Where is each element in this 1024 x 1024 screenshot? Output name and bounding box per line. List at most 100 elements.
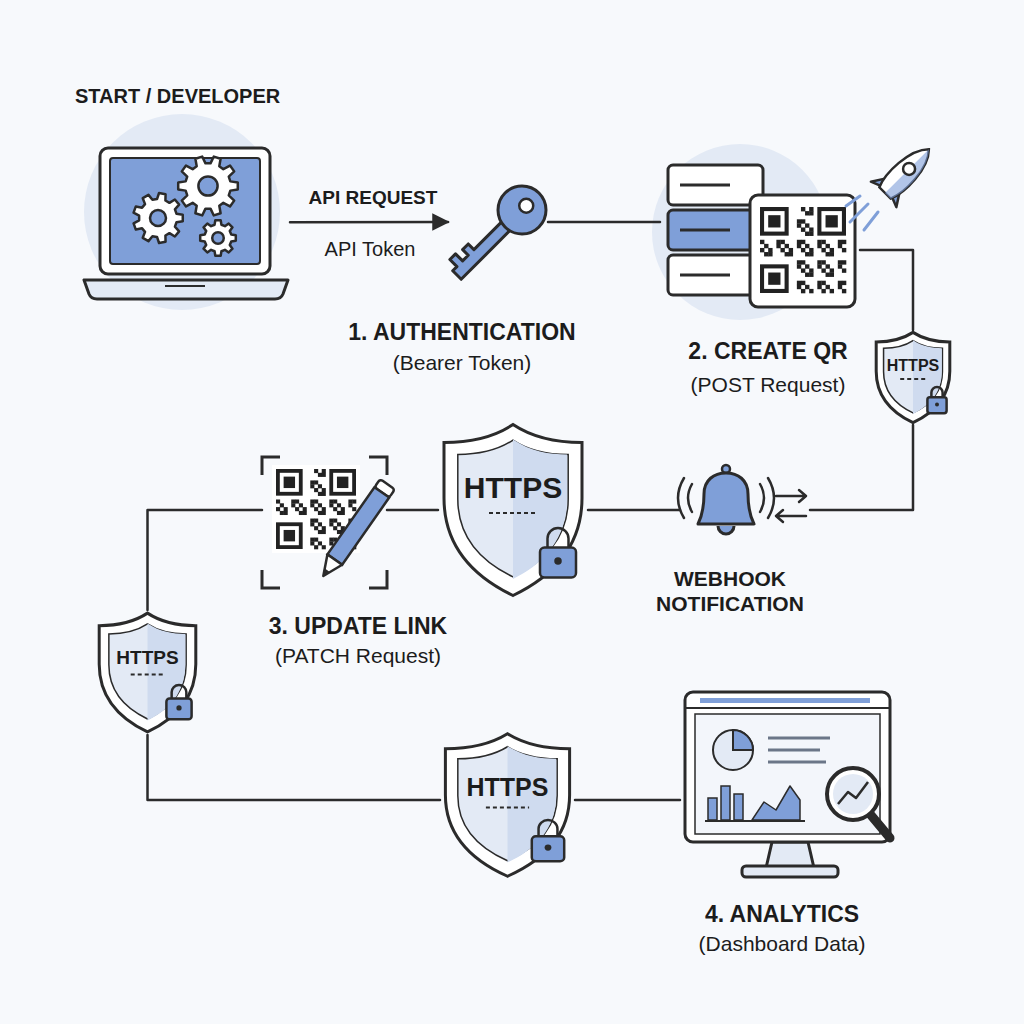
- qr-code: [291, 503, 295, 507]
- server-icon: [668, 165, 763, 205]
- qr-code: [826, 264, 830, 268]
- qr-code: [291, 499, 295, 503]
- qr-code: [764, 268, 784, 288]
- qr-code: [809, 227, 813, 231]
- step-subtitle: (Dashboard Data): [699, 930, 866, 957]
- qr-code: [785, 252, 789, 256]
- qr-code: [838, 244, 842, 248]
- qr-code: [797, 281, 801, 285]
- shield-outline: [440, 730, 575, 880]
- gear-icon: [200, 220, 236, 256]
- qr-code: [768, 248, 772, 252]
- qr-code: [329, 519, 333, 523]
- qr-code: [318, 541, 322, 545]
- qr-code: [322, 545, 326, 549]
- qr-code: [280, 526, 299, 545]
- qr-code: [809, 268, 813, 272]
- qr-code: [310, 480, 314, 484]
- bell-icon: [760, 484, 764, 512]
- qr-code: [797, 223, 801, 227]
- qr-code: [337, 530, 341, 534]
- qr-code: [805, 211, 809, 215]
- qr-code: [838, 264, 842, 268]
- qr-code: [284, 477, 295, 488]
- qr-code: [303, 507, 307, 511]
- qr-code: [842, 248, 846, 252]
- qr-code: [821, 289, 825, 293]
- shield-outline: [873, 330, 953, 425]
- laptop-icon: [84, 114, 288, 310]
- monitor-icon: [705, 820, 805, 822]
- qr-code: [805, 223, 809, 227]
- qr-code: [817, 240, 821, 244]
- gear-icon: [178, 157, 238, 216]
- qr-code: [341, 507, 345, 511]
- qr-code: [333, 519, 337, 523]
- qr-code: [333, 526, 337, 530]
- gear-icon: [134, 193, 183, 243]
- step-node: 4. ANALYTICS(Dashboard Data): [680, 690, 892, 880]
- qr-code: [817, 281, 821, 285]
- qr-code: [329, 522, 333, 526]
- qr-code: [809, 207, 813, 211]
- qr-code: [760, 207, 846, 293]
- qr-code: [817, 285, 821, 289]
- qr-code: [760, 240, 764, 244]
- qr-code: [337, 511, 341, 515]
- qr-code: [801, 207, 805, 211]
- qr-edit-icon: [262, 457, 395, 588]
- qr-code: [310, 522, 314, 526]
- qr-code: [801, 268, 805, 272]
- flow-connector: [810, 425, 913, 510]
- qr-code: [821, 240, 825, 244]
- qr-code: [838, 240, 842, 244]
- shield-outline: [131, 674, 165, 676]
- rocket-icon: [846, 136, 942, 230]
- qr-code: [322, 530, 326, 534]
- monitor-icon: [768, 737, 830, 740]
- qr-code: [318, 511, 322, 515]
- rocket-icon: [877, 141, 938, 202]
- shield-outline: [176, 705, 181, 710]
- bell-icon: [678, 465, 774, 534]
- qr-code: [760, 207, 789, 236]
- token-label: API Token: [323, 238, 418, 261]
- qr-code: [826, 215, 838, 227]
- qr-code: [842, 260, 846, 264]
- server-icon: [680, 274, 730, 277]
- qr-code: [805, 252, 809, 256]
- qr-code: [280, 473, 299, 492]
- qr-code: [341, 511, 345, 515]
- monitor-icon: [827, 768, 879, 820]
- monitor-icon: [695, 714, 880, 834]
- flow-connector: [860, 250, 913, 330]
- qr-code: [785, 244, 789, 248]
- gear-icon: [134, 193, 183, 243]
- qr-code: [314, 545, 318, 549]
- shield-outline: [166, 699, 191, 720]
- qr-edit-icon: [321, 569, 330, 578]
- bell-icon: [718, 526, 734, 534]
- laptop-icon: [100, 148, 270, 274]
- qr-code: [348, 503, 352, 507]
- qr-code: [821, 211, 841, 231]
- gear-icon: [212, 232, 224, 244]
- shield-outline: [95, 610, 200, 735]
- server-icon: [680, 184, 730, 187]
- qr-code: [838, 260, 842, 264]
- qr-code: [333, 507, 337, 511]
- shield-outline: [935, 402, 939, 406]
- monitor-icon: [768, 749, 820, 752]
- qr-code: [337, 503, 341, 507]
- qr-code: [318, 522, 322, 526]
- qr-code: [801, 227, 805, 231]
- qr-code: [352, 507, 356, 511]
- step-node: 2. CREATE QR(POST Request): [660, 160, 860, 310]
- qr-code: [314, 519, 318, 523]
- shield-outline: [438, 420, 588, 600]
- bell-icon: [698, 473, 754, 524]
- monitor-icon: [838, 782, 868, 804]
- qr-code: [310, 499, 314, 503]
- monitor-icon: [733, 730, 753, 750]
